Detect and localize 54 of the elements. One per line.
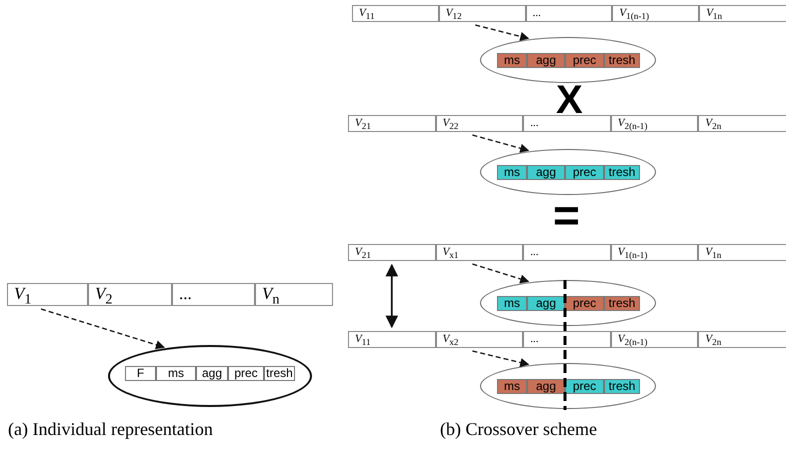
gene-cell: V$_{11}$ bbox=[348, 331, 436, 348]
parameter-cell: agg bbox=[196, 366, 228, 381]
parameter-cell: agg bbox=[527, 53, 565, 68]
parameter-cell: ms bbox=[497, 165, 527, 180]
parameter-cell: tresh bbox=[604, 165, 640, 180]
parameter-cell: tresh bbox=[604, 53, 640, 68]
gene-cell: V$_{1n}$ bbox=[698, 244, 786, 261]
parameter-cell: agg bbox=[527, 165, 565, 180]
equals-sign: = bbox=[553, 192, 580, 238]
parameter-cell: prec bbox=[565, 296, 604, 311]
parameter-cell: ms bbox=[497, 296, 527, 311]
parameter-cell: F bbox=[125, 366, 156, 381]
gene-cell: ... bbox=[523, 244, 611, 261]
gene-cell: ... bbox=[523, 331, 611, 348]
parameter-cell: agg bbox=[527, 379, 565, 394]
gene-cell: V$_{1(n-1)}$ bbox=[612, 5, 700, 22]
figure-caption: (b) Crossover scheme bbox=[440, 420, 597, 438]
gene-cell: V$_{x2}$ bbox=[436, 331, 524, 348]
gene-cell: V$_{2n}$ bbox=[698, 331, 786, 348]
parameter-cell: ms bbox=[156, 366, 196, 381]
gene-cell: V$_{1(n-1)}$ bbox=[610, 244, 698, 261]
gene-cell: V$_{2(n-1)}$ bbox=[610, 331, 698, 348]
arrow bbox=[386, 264, 398, 328]
parameter-cell: prec bbox=[565, 165, 604, 180]
arrow bbox=[472, 263, 530, 284]
arrow bbox=[472, 350, 530, 367]
parameter-cell: ms bbox=[497, 379, 527, 394]
gene-cell: V$_{11}$ bbox=[352, 5, 439, 22]
gene-cell: ... bbox=[523, 115, 611, 132]
arrow bbox=[475, 24, 530, 41]
parameter-cell: prec bbox=[565, 379, 604, 394]
gene-cell: V$_{x1}$ bbox=[436, 244, 524, 261]
parameter-cell: agg bbox=[527, 296, 565, 311]
gene-cell: V$_{21}$ bbox=[348, 244, 436, 261]
gene-cell: ... bbox=[172, 283, 255, 306]
gene-cell: ... bbox=[526, 5, 612, 22]
gene-cell: V$_{2(n-1)}$ bbox=[610, 115, 698, 132]
gene-cell: V$_{1}$ bbox=[7, 283, 88, 306]
arrow bbox=[472, 134, 530, 153]
gene-cell: V$_{12}$ bbox=[438, 5, 526, 22]
gene-cell: V$_{22}$ bbox=[436, 115, 524, 132]
arrow bbox=[40, 308, 165, 350]
parameter-cell: tresh bbox=[604, 296, 640, 311]
parameter-cell: tresh bbox=[264, 366, 295, 381]
gene-cell: V$_{21}$ bbox=[348, 115, 436, 132]
gene-cell: V$_{2}$ bbox=[88, 283, 172, 306]
gene-cell: V$_{n}$ bbox=[255, 283, 333, 306]
parameter-cell: tresh bbox=[604, 379, 640, 394]
parameter-cell: prec bbox=[228, 366, 264, 381]
gene-cell: V$_{2n}$ bbox=[698, 115, 786, 132]
parameter-cell: prec bbox=[565, 53, 604, 68]
figure-caption: (a) Individual representation bbox=[8, 420, 213, 438]
gene-cell: V$_{1n}$ bbox=[699, 5, 786, 22]
parameter-cell: ms bbox=[497, 53, 527, 68]
